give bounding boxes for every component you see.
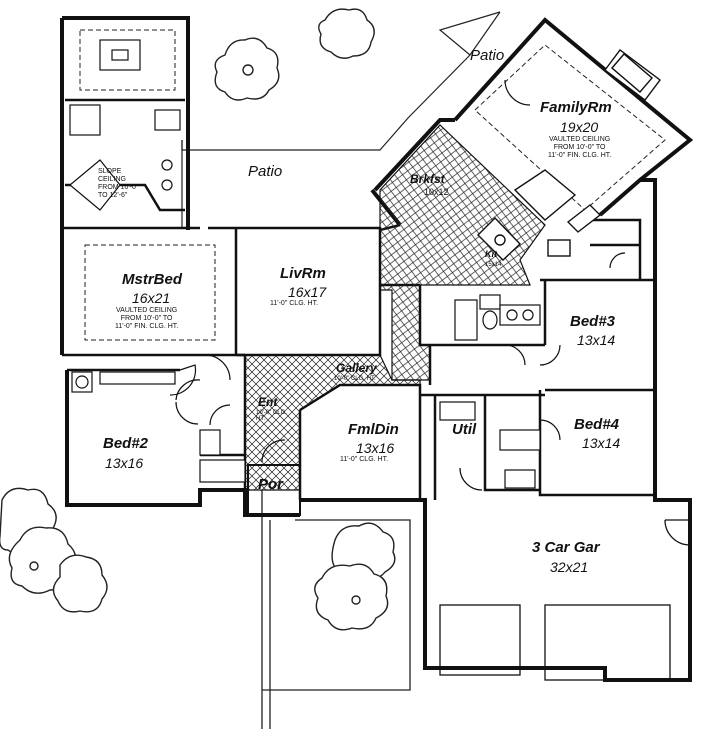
master-bed-size: 16x21 (132, 290, 171, 306)
master-bed-note: VAULTED CEILING FROM 10'-0" TO 11'-0" FI… (115, 307, 178, 331)
tree-front (314, 522, 396, 631)
gallery-label: Gallery (336, 361, 377, 375)
kit-label: Kit (485, 249, 497, 259)
mstr-note-line-2: FROM 10'-0" TO (120, 315, 173, 323)
utility-label: Util (452, 421, 477, 438)
formal-dining-size: 13x16 (356, 440, 395, 456)
formal-dining-note: 11'-0" CLG. HT. (340, 456, 388, 464)
slope-note-line-3: FROM 10'-0" (98, 184, 139, 192)
bed3-size: 13x14 (577, 332, 616, 348)
bed3-label: Bed#3 (570, 313, 616, 330)
patios (181, 11, 501, 228)
bath-fixtures (69, 39, 541, 489)
porch (247, 464, 301, 516)
bed4-label: Bed#4 (574, 416, 620, 433)
formal-dining-label: FmlDin (348, 421, 399, 438)
family-note-line-1: VAULTED CEILING (549, 136, 611, 143)
bed4-size: 13x14 (582, 435, 621, 451)
doors (169, 79, 626, 491)
gallery-note: 10'-0" CLG. HT. (334, 376, 376, 382)
porch-label: Por (258, 476, 284, 493)
mstr-note-line-3: 11'-0" FIN. CLG. HT. (115, 323, 179, 331)
entry-note: 10'-0" CLG. HT. (256, 410, 287, 422)
brkfst-label: Brkfst (410, 172, 445, 186)
master-bed-label: MstrBed (122, 271, 183, 288)
living-room-label: LivRm (280, 265, 326, 282)
garage-doors (439, 519, 691, 681)
bed2-label: Bed#2 (103, 435, 149, 452)
ent-note-line-2: HT. (256, 416, 265, 422)
garage-label: 3 Car Gar (532, 539, 600, 556)
fireplace (604, 49, 661, 101)
tree-right (318, 8, 375, 59)
mstr-note-line-1: VAULTED CEILING (116, 307, 178, 314)
liv-note-line-1: 11'-0" CLG. HT. (270, 300, 319, 307)
slope-note-line-2: CEILING (98, 176, 127, 184)
slope-note-line-4: TO 12'-6" (98, 192, 128, 200)
living-room-note: 11'-0" CLG. HT. (270, 300, 318, 308)
brkfst-size: 10x12 (424, 187, 449, 197)
garage-size: 32x21 (550, 559, 589, 575)
entry-label: Ent (258, 395, 278, 409)
tree-left (0, 487, 108, 613)
family-note-line-3: 11'-0" FIN. CLG. HT. (548, 152, 612, 160)
fmldin-note-line-1: 11'-0" CLG. HT. (340, 456, 389, 463)
family-room-size: 19x20 (560, 119, 599, 135)
kit-size: 15x14 (485, 262, 502, 268)
family-room-note: VAULTED CEILING FROM 10'-0" TO 11'-0" FI… (548, 136, 611, 160)
landscaping (0, 8, 396, 631)
exterior-walls (60, 16, 694, 682)
living-room-size: 16x17 (288, 284, 327, 300)
tree-top (214, 37, 280, 101)
slope-ceiling-note: SLOPE CEILING FROM 10'-0" TO 12'-6" (98, 168, 138, 200)
patio-mid-label: Patio (248, 163, 283, 180)
walkway (261, 490, 411, 729)
family-room-label: FamilyRm (540, 99, 612, 116)
family-note-line-2: FROM 10'-0" TO (553, 144, 606, 152)
ent-note-line-1: 10'-0" CLG. (256, 410, 287, 416)
bed2-size: 13x16 (105, 455, 144, 471)
slope-note-line-1: SLOPE (98, 168, 122, 175)
tiled-areas (244, 124, 546, 491)
patio-top-label: Patio (470, 47, 505, 64)
kitchen-fixtures (477, 169, 602, 261)
